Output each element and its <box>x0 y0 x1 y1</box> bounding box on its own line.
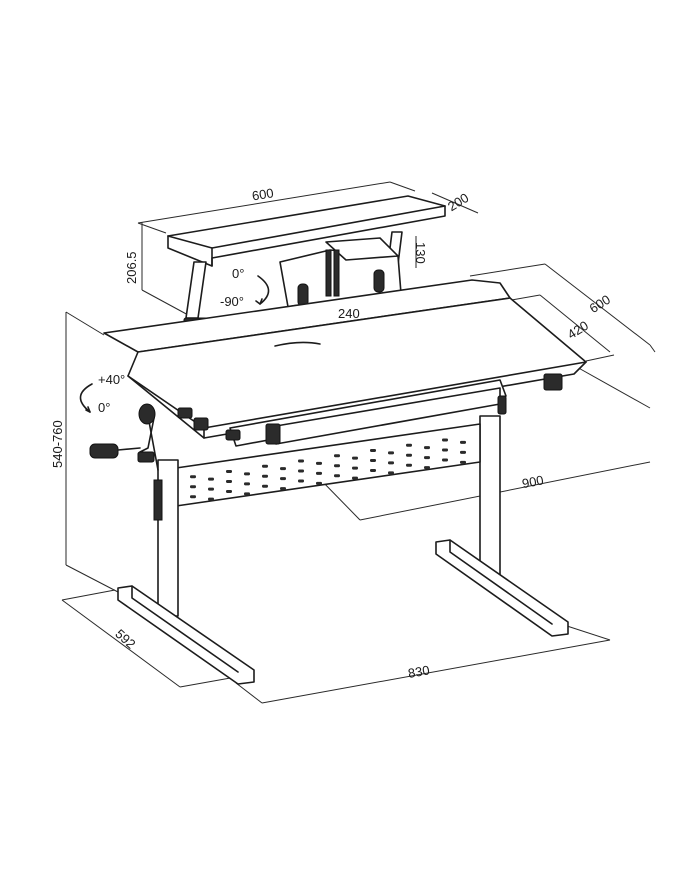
crossbar-slot <box>208 497 214 501</box>
shelf-width-label: 600 <box>251 185 275 203</box>
crossbar-slot <box>334 454 340 458</box>
crossbar-slot <box>460 460 466 464</box>
drawer-lock <box>265 423 281 445</box>
shelf-width-dimension <box>137 181 416 234</box>
crossbar-slot <box>316 461 322 465</box>
base-depth-label: 592 <box>112 626 138 652</box>
desk-bracket <box>543 373 563 391</box>
tilt-flat-angle: 0° <box>98 400 110 415</box>
height-dimension <box>65 311 119 593</box>
holder-down-angle: -90° <box>220 294 244 309</box>
crossbar-slot <box>442 458 448 462</box>
crossbar-slot <box>316 481 322 485</box>
crossbar <box>175 423 481 507</box>
book-holder-stop <box>373 269 385 293</box>
height-range-label: 540-760 <box>50 420 65 468</box>
tilt-rotation-arrow <box>79 383 93 413</box>
desk-width-label: 900 <box>521 472 545 491</box>
crossbar-slot <box>244 492 250 496</box>
crossbar-slot <box>190 495 196 499</box>
crossbar-slot <box>424 466 430 470</box>
front-leg <box>117 459 255 685</box>
crossbar-slot <box>208 477 214 481</box>
crossbar-slot <box>262 484 268 488</box>
crossbar-slots <box>190 438 466 501</box>
crossbar-slot <box>334 464 340 468</box>
crossbar-slot <box>442 448 448 452</box>
base-width-label: 830 <box>407 662 431 681</box>
crossbar-slot <box>388 451 394 455</box>
crossbar-slot <box>244 482 250 486</box>
shelf-depth-dimension <box>431 192 479 214</box>
base-width-dimension <box>235 625 611 704</box>
crossbar-slot <box>298 479 304 483</box>
shelf-depth-label: 200 <box>445 190 471 214</box>
crossbar-slot <box>388 471 394 475</box>
rear-leg <box>435 415 569 637</box>
crossbar-slot <box>226 489 232 493</box>
desk-depth-top-label: 420 <box>565 318 591 342</box>
crossbar-slot <box>370 468 376 472</box>
crossbar-slot <box>226 479 232 483</box>
height-crank <box>89 403 193 471</box>
crossbar-slot <box>460 440 466 444</box>
top-shelf <box>167 195 446 329</box>
crossbar-slot <box>460 450 466 454</box>
crossbar-slot <box>406 463 412 467</box>
shelf-riser-label: 130 <box>413 242 428 264</box>
drawer <box>225 379 507 447</box>
desk-depth-total-label: 600 <box>587 292 613 316</box>
crossbar-slot <box>280 467 286 471</box>
book-holder-width-label: 240 <box>338 306 360 321</box>
crossbar-slot <box>406 453 412 457</box>
book-holder-clip <box>325 249 332 297</box>
crossbar-slot <box>298 459 304 463</box>
crossbar-slot <box>424 446 430 450</box>
shelf-height-label: 206.5 <box>124 251 139 284</box>
desktop <box>103 279 587 439</box>
crossbar-slot <box>442 438 448 442</box>
shelf-height-dimension <box>141 222 191 317</box>
crossbar-slot <box>262 464 268 468</box>
book-holder-stop <box>297 283 309 307</box>
book-holder-clip <box>333 249 340 297</box>
tilt-up-angle: +40° <box>98 372 125 387</box>
crossbar-slot <box>406 443 412 447</box>
crossbar-slot <box>226 469 232 473</box>
crossbar-slot <box>334 474 340 478</box>
crossbar-slot <box>190 485 196 489</box>
crossbar-slot <box>280 487 286 491</box>
crossbar-slot <box>208 487 214 491</box>
crossbar-slot <box>388 461 394 465</box>
holder-rotation-arrow <box>255 275 270 305</box>
crossbar-slot <box>280 477 286 481</box>
crossbar-slot <box>316 471 322 475</box>
crossbar-slot <box>298 469 304 473</box>
crossbar-slot <box>370 448 376 452</box>
holder-up-angle: 0° <box>232 266 244 281</box>
crossbar-slot <box>244 472 250 476</box>
crossbar-slot <box>352 476 358 480</box>
crossbar-slot <box>424 456 430 460</box>
crossbar-slot <box>190 475 196 479</box>
crank-knob <box>89 443 119 459</box>
crossbar-slot <box>352 456 358 460</box>
base-depth-dimension <box>61 589 237 688</box>
crossbar-slot <box>352 466 358 470</box>
crossbar-slot <box>370 458 376 462</box>
crossbar-slot <box>262 474 268 478</box>
desk-bracket <box>193 417 209 431</box>
